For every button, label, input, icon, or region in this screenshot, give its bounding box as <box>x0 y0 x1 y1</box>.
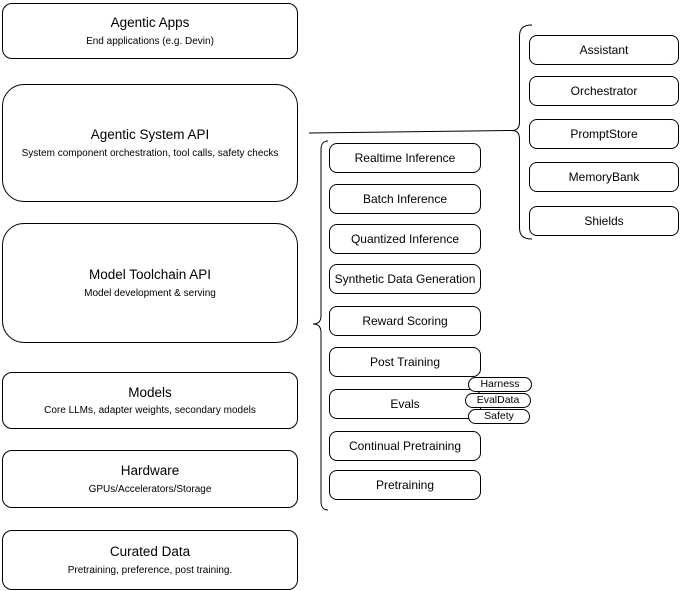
system-api-connector-line <box>308 130 513 134</box>
item-label: MemoryBank <box>568 170 640 184</box>
box-subtitle: System component orchestration, tool cal… <box>21 147 279 159</box>
toolchain-item-batch-inference: Batch Inference <box>329 184 481 214</box>
component-promptstore: PromptStore <box>529 119 679 149</box>
eval-tag-evaldata: EvalData <box>465 393 531 408</box>
item-label: Post Training <box>369 355 441 369</box>
item-label: Realtime Inference <box>354 151 456 165</box>
tag-label: EvalData <box>476 394 520 407</box>
box-title: Curated Data <box>109 544 191 560</box>
box-agentic-apps: Agentic Apps End applications (e.g. Devi… <box>2 3 298 59</box>
item-label: Assistant <box>579 43 629 57</box>
component-assistant: Assistant <box>529 35 679 65</box>
box-models: Models Core LLMs, adapter weights, secon… <box>2 372 298 429</box>
toolchain-item-synthetic-data-generation: Synthetic Data Generation <box>329 264 481 294</box>
box-title: Agentic System API <box>90 127 210 143</box>
box-title: Model Toolchain API <box>88 267 212 283</box>
box-subtitle: End applications (e.g. Devin) <box>86 35 214 47</box>
box-title: Agentic Apps <box>110 15 190 31</box>
tag-label: Safety <box>484 410 514 423</box>
item-label: PromptStore <box>570 127 638 141</box>
box-title: Hardware <box>120 463 180 479</box>
item-label: Quantized Inference <box>350 232 460 246</box>
item-label: Reward Scoring <box>362 314 448 328</box>
toolchain-item-post-training: Post Training <box>329 347 481 377</box>
toolchain-item-pretraining: Pretraining <box>329 470 481 500</box>
toolchain-item-reward-scoring: Reward Scoring <box>329 306 481 336</box>
item-label: Continual Pretraining <box>348 439 462 453</box>
item-label: Synthetic Data Generation <box>334 272 476 286</box>
toolchain-item-evals: Evals <box>329 389 481 419</box>
toolchain-item-realtime-inference: Realtime Inference <box>329 143 481 173</box>
box-subtitle: Core LLMs, adapter weights, secondary mo… <box>44 405 256 417</box>
eval-tag-safety: Safety <box>468 409 530 424</box>
box-curated-data: Curated Data Pretraining, preference, po… <box>2 530 298 590</box>
box-subtitle: Pretraining, preference, post training. <box>67 564 233 576</box>
toolchain-item-quantized-inference: Quantized Inference <box>329 224 481 254</box>
component-shields: Shields <box>529 206 679 236</box>
box-subtitle: GPUs/Accelerators/Storage <box>88 483 212 495</box>
item-label: Pretraining <box>375 478 435 492</box>
toolchain-item-continual-pretraining: Continual Pretraining <box>329 431 481 461</box>
box-hardware: Hardware GPUs/Accelerators/Storage <box>2 450 298 508</box>
component-orchestrator: Orchestrator <box>529 76 679 106</box>
box-title: Models <box>128 384 172 400</box>
item-label: Shields <box>584 214 624 228</box>
item-label: Orchestrator <box>570 84 638 98</box>
toolchain-brace <box>312 140 329 511</box>
box-subtitle: Model development & serving <box>84 287 216 299</box>
box-model-toolchain-api: Model Toolchain API Model development & … <box>2 223 298 343</box>
box-agentic-system-api: Agentic System API System component orch… <box>2 84 298 202</box>
eval-tag-harness: Harness <box>468 377 532 392</box>
item-label: Batch Inference <box>362 192 448 206</box>
item-label: Evals <box>390 397 420 411</box>
component-memorybank: MemoryBank <box>529 162 679 192</box>
tag-label: Harness <box>480 378 520 391</box>
